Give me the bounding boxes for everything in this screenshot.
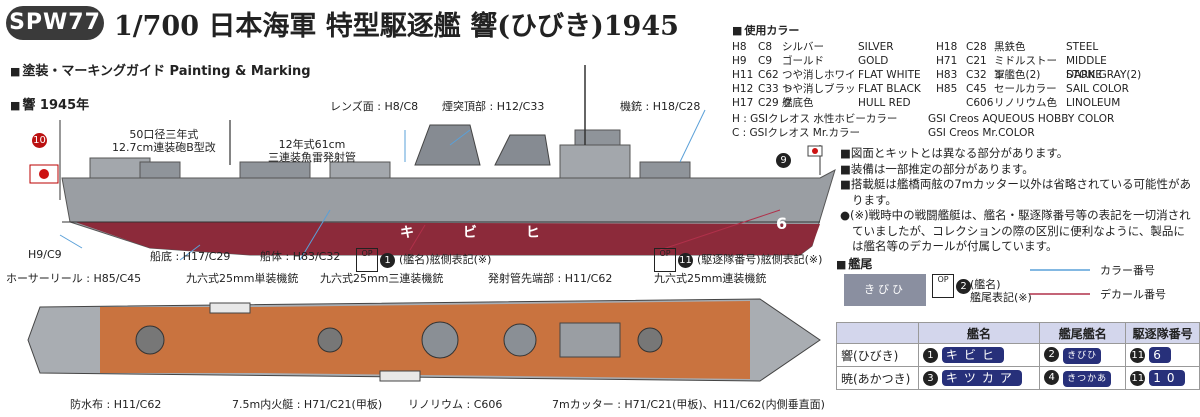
color-cell: つや消しホワイト: [782, 69, 856, 95]
label-deck-mg: 機銃 : H18/C28: [620, 100, 701, 113]
paint-color-table: H8 C8 シルバー SILVER H18 C28 黒鉄色 STEEL H9 C9 ゴールド GOLD…: [732, 40, 1142, 110]
label-linoleum: リノリウム : C606: [408, 398, 503, 411]
color-cell: セールカラー: [994, 83, 1057, 95]
legend-decal-number: デカール番号: [1100, 288, 1166, 301]
color-cell: LINOLEUM: [1066, 97, 1121, 109]
colors-title: 使用カラー: [732, 24, 799, 37]
label-funnel-top: 煙突頂部 : H12/C33: [442, 100, 545, 113]
color-cell: シルバー: [782, 41, 824, 53]
label-bottom: 船底 : H17/C29: [150, 250, 231, 263]
color-cell: H11: [732, 69, 754, 81]
page-title: 1/700 日本海軍 特型駆逐艦 響(ひびき)1945: [114, 11, 679, 42]
color-cell: [936, 96, 966, 110]
color-cell: H85: [936, 83, 958, 95]
color-cell: FLAT WHITE: [858, 69, 921, 81]
rising-sun-flag: [39, 169, 49, 179]
decal-callout-name: OP1(艦名)舷側表記(※): [356, 248, 491, 272]
label-propeller: H9/C9: [28, 248, 62, 261]
label-tarp: 防水布 : H11/C62: [70, 398, 162, 411]
label-mg-triple: 九六式25mm三連装機銃: [320, 272, 444, 285]
note-item: ■装備は一部推定の部分があります。: [840, 161, 1034, 176]
color-cell: C32: [966, 69, 987, 81]
color-cell: C28: [966, 41, 987, 53]
color-cell: 黒鉄色: [994, 41, 1026, 53]
ship-side-view: [29, 65, 836, 261]
color-cell: HULL RED: [858, 97, 911, 109]
label-mg-twin: 九六式25mm連装機銃: [654, 272, 767, 285]
ship-top-view: [27, 298, 821, 382]
color-cell: つや消しブラック: [782, 83, 856, 109]
color-cell: H12: [732, 83, 754, 95]
legend-lines: [1030, 269, 1090, 295]
national-flag: [812, 148, 818, 154]
color-row: H8 C8 シルバー SILVER H18 C28 黒鉄色 STEEL: [732, 40, 1142, 54]
assembly-notes: ■図面とキットとは異なる部分があります。■装備は一部推定の部分があります。■搭載…: [840, 146, 1196, 255]
color-cell: GOLD: [858, 55, 889, 67]
color-cell: STEEL: [1066, 41, 1099, 53]
stern-decal-preview: きびひ: [844, 274, 926, 306]
color-cell: H17: [732, 97, 754, 109]
color-cell: SILVER: [858, 41, 894, 53]
color-cell: H83: [936, 69, 958, 81]
color-cell: 軍艦色(2): [994, 69, 1041, 81]
color-cell: ミドルストーン: [994, 55, 1057, 81]
label-hose-reel: ホーサーリール : H85/C45: [6, 272, 142, 285]
color-cell: C62: [758, 69, 779, 81]
label-main-gun: 50口径三年式 12.7cm連装砲B型改: [112, 128, 216, 154]
label-torpedo: 12年式61cm 三連装魚雷発射管: [268, 138, 356, 164]
color-cell: H71: [936, 55, 958, 67]
color-cell: C9: [758, 55, 773, 67]
label-lens: レンズ面 : H8/C8: [330, 100, 419, 113]
color-cell: C33: [758, 83, 779, 95]
stern-decal-label: (艦名) 艦尾表記(※): [970, 278, 1032, 304]
flag-callout-left: 10: [32, 133, 47, 148]
color-cell: DARK GRAY(2): [1066, 69, 1142, 81]
label-hull: 船体 : H83/C32: [260, 250, 341, 263]
color-cell: H8: [732, 41, 747, 53]
color-cell: ゴールド: [782, 55, 824, 67]
color-cell: 艦底色: [782, 97, 814, 109]
label-mg-single: 九六式25mm単装機銃: [186, 272, 299, 285]
flag-callout-right: 9: [776, 150, 795, 169]
color-row: H9 C9 ゴールド GOLD H71 C21 ミドルストーン MIDDLE STONE: [732, 54, 1142, 81]
hull-bottom: [75, 222, 820, 255]
color-cell: SAIL COLOR: [1066, 83, 1129, 95]
note-item: ■図面とキットとは異なる部分があります。: [840, 146, 1069, 160]
legend-color-number: カラー番号: [1100, 264, 1155, 277]
color-cell: C606: [966, 97, 994, 109]
color-cell: FLAT BLACK: [858, 83, 921, 95]
color-cell: C21: [966, 55, 987, 67]
product-code-badge: SPW77: [6, 6, 104, 40]
label-cutter: 7mカッター : H71/C21(甲板)、H11/C62(内側垂直面): [552, 398, 825, 411]
stern-title: 艦尾: [836, 258, 872, 271]
color-cell: C29: [758, 97, 779, 109]
hull-kana-marking: キ ビ ヒ: [400, 225, 562, 241]
color-cell: C45: [966, 83, 987, 95]
color-cell: C8: [758, 41, 773, 53]
hull-number-marking: 6: [776, 214, 788, 233]
stern-decal-callout: OP2: [932, 274, 975, 298]
color-cell: H18: [936, 41, 958, 53]
label-tube-tip: 発射管先端部 : H11/C62: [488, 272, 613, 285]
guide-subtitle: 塗装・マーキングガイド Painting & Marking: [10, 60, 310, 79]
color-cell: H9: [732, 55, 747, 67]
color-cell: リノリウム色: [994, 97, 1057, 109]
note-item: ■搭載艇は艦橋両舷の7mカッター以外は省略されている可能性があります。: [840, 177, 1192, 207]
color-cell: MIDDLE STONE: [1066, 55, 1107, 81]
label-motor-boat: 7.5m内火艇 : H71/C21(甲板): [232, 398, 383, 411]
note-item: ●(※)戦時中の戦闘艦艇は、艦名・駆逐隊番号等の表記を一切消されていましたが、コ…: [840, 208, 1191, 253]
decal-callout-division: OP11(駆逐隊番号)舷側表記(※): [654, 248, 822, 272]
section-label: 響 1945年: [10, 94, 89, 113]
